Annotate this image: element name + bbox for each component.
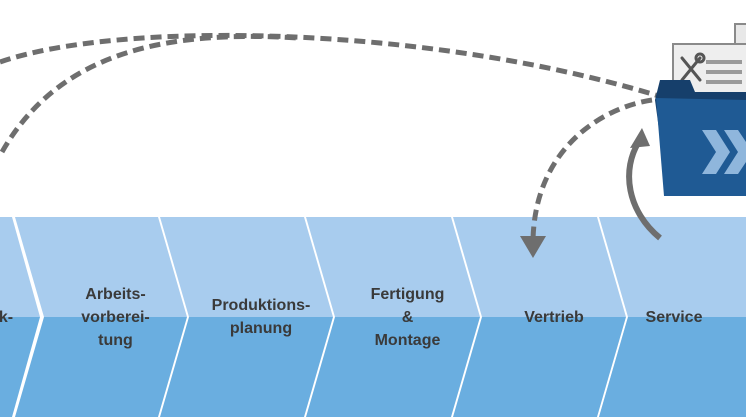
- arrowhead-icon: [520, 236, 546, 258]
- process-step-chevron: [15, 217, 187, 417]
- process-step-chevron: [160, 217, 333, 417]
- step-label-vertrieb: Vertrieb: [524, 308, 584, 326]
- dashed-arc-arrow: [0, 32, 663, 100]
- solid-curved-arrow: [626, 138, 662, 241]
- wrench-screwdriver-icon: [680, 52, 706, 82]
- step-label-produktionsplanung: Produktions- planung: [211, 297, 311, 337]
- document-folder-icon: [655, 23, 746, 196]
- dashed-arc-arrow: [0, 33, 299, 154]
- process-step-chevron: [599, 217, 746, 417]
- step-label-partial: k-: [0, 308, 14, 326]
- step-label-arbeitsvorbereitung: Arbeits- vorberei- tung: [81, 285, 150, 349]
- double-chevron-logo-icon: [702, 130, 746, 174]
- process-step-chevron: [0, 217, 40, 417]
- process-chevron-band: [0, 217, 746, 417]
- step-label-service: Service: [645, 308, 703, 326]
- arrowhead-icon: [630, 128, 650, 148]
- step-label-fertigung-montage: Fertigung & Montage: [370, 285, 445, 349]
- process-step-chevron: [306, 217, 480, 417]
- dashed-return-arrow: [530, 97, 653, 241]
- process-step-chevron: [453, 217, 626, 417]
